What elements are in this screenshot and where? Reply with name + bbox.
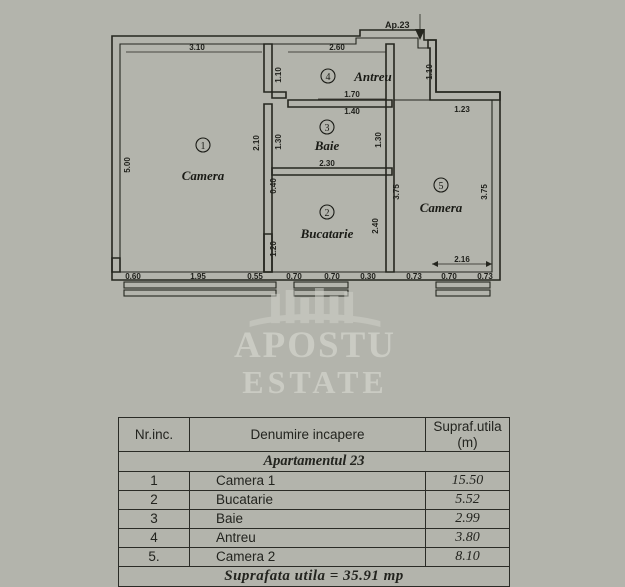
total-label: Suprafata utila = 35.91 mp bbox=[118, 566, 510, 587]
room-name-antreu: Antreu bbox=[353, 69, 392, 84]
cell-area: 5.52 bbox=[425, 489, 510, 510]
dim-camera1-left: 5.00 bbox=[123, 157, 132, 173]
dim-mid-210: 2.10 bbox=[252, 135, 261, 151]
svg-text:2.16: 2.16 bbox=[454, 255, 470, 264]
dim-bottom-6: 0.73 bbox=[406, 272, 422, 281]
room-label-antreu: 4 Antreu bbox=[320, 68, 392, 84]
table-row: 5. Camera 2 8.10 bbox=[118, 547, 510, 568]
apartment-pointer: Ap.23 bbox=[385, 14, 425, 40]
dim-top-antreu: 2.60 bbox=[329, 43, 345, 52]
room-name-camera-1: Camera bbox=[182, 168, 225, 183]
dim-antreu-inner-bottom: 1.40 bbox=[344, 107, 360, 116]
cell-nr: 5. bbox=[118, 547, 190, 568]
room-label-camera-1: 1 Camera bbox=[182, 137, 225, 183]
dim-bottom-0: 0.60 bbox=[125, 272, 141, 281]
room-number-4: 4 bbox=[326, 72, 331, 83]
dim-baie-bottom: 2.30 bbox=[319, 159, 335, 168]
plan-dimensions: 3.10 2.60 1.70 1.40 1.10 1.23 1.10 2.10 … bbox=[123, 43, 493, 281]
dim-bottom-1: 1.95 bbox=[190, 272, 206, 281]
dim-bucatarie-right: 2.40 bbox=[371, 218, 380, 234]
room-number-5: 5 bbox=[439, 181, 444, 192]
dim-bottom-8: 0.73 bbox=[477, 272, 493, 281]
cell-area: 8.10 bbox=[425, 547, 510, 568]
section-title: Apartamentul 23 bbox=[118, 451, 510, 472]
dim-bottom-7: 0.70 bbox=[441, 272, 457, 281]
dim-right-block-horiz: 1.23 bbox=[454, 105, 470, 114]
cell-name: Camera 1 bbox=[189, 470, 426, 491]
dim-top-camera1: 3.10 bbox=[189, 43, 205, 52]
dim-mid-110: 1.10 bbox=[274, 67, 283, 83]
dim-baie-right-vert: 1.30 bbox=[374, 132, 383, 148]
room-schedule-table: Nr.inc. Denumire incapere Supraf.utila (… bbox=[118, 416, 510, 587]
apartment-label: Ap.23 bbox=[385, 20, 410, 30]
room-name-baie: Baie bbox=[314, 138, 340, 153]
dim-camera2-left: 3.75 bbox=[392, 184, 401, 200]
dim-camera2-total: 2.16 bbox=[432, 255, 492, 267]
dim-baie-left-040: 0.40 bbox=[269, 178, 278, 194]
dim-bottom-4: 0.70 bbox=[324, 272, 340, 281]
table-total-row: Suprafata utila = 35.91 mp bbox=[118, 566, 510, 587]
cell-area: 3.80 bbox=[425, 527, 510, 549]
dim-bottom-3: 0.70 bbox=[286, 272, 302, 281]
cell-area: 15.50 bbox=[425, 470, 510, 491]
room-number-3: 3 bbox=[325, 123, 330, 134]
cell-name: Antreu bbox=[189, 527, 426, 549]
dim-bucatarie-left-120: 1.20 bbox=[269, 241, 278, 257]
cell-nr: 4 bbox=[118, 527, 190, 549]
table-row: 2 Bucatarie 5.52 bbox=[118, 489, 510, 510]
room-label-baie: 3 Baie bbox=[314, 119, 340, 153]
table-row: 4 Antreu 3.80 bbox=[118, 527, 510, 549]
cell-name: Camera 2 bbox=[189, 547, 426, 568]
plan-walls bbox=[111, 29, 501, 297]
room-name-bucatarie: Bucatarie bbox=[300, 226, 354, 241]
room-schedule-table-wrapper: Nr.inc. Denumire incapere Supraf.utila (… bbox=[118, 416, 510, 587]
cell-nr: 2 bbox=[118, 489, 190, 510]
header-nr: Nr.inc. bbox=[118, 416, 190, 453]
room-label-bucatarie: 2 Bucatarie bbox=[300, 204, 354, 241]
cell-area: 2.99 bbox=[425, 508, 510, 529]
dim-bottom-5: 0.30 bbox=[360, 272, 376, 281]
floor-plan-drawing: Ap.23 1 Camera 2 Bucatarie 3 Baie bbox=[111, 14, 501, 297]
table-section-row: Apartamentul 23 bbox=[118, 451, 510, 472]
cell-nr: 1 bbox=[118, 470, 190, 491]
room-number-1: 1 bbox=[201, 141, 206, 152]
room-label-camera-2: 5 Camera bbox=[420, 177, 463, 215]
cell-name: Bucatarie bbox=[189, 489, 426, 510]
table-row: 1 Camera 1 15.50 bbox=[118, 470, 510, 491]
room-labels: 1 Camera 2 Bucatarie 3 Baie 4 Antreu bbox=[182, 68, 463, 241]
dim-camera2-right: 3.75 bbox=[480, 184, 489, 200]
cell-nr: 3 bbox=[118, 508, 190, 529]
dim-bottom-chain: 0.60 1.95 0.55 0.70 0.70 0.30 0.73 0.70 … bbox=[125, 272, 493, 281]
table-header-row: Nr.inc. Denumire incapere Supraf.utila (… bbox=[118, 416, 510, 453]
header-name: Denumire incapere bbox=[189, 416, 426, 453]
room-name-camera-2: Camera bbox=[420, 200, 463, 215]
dim-right-block-vert: 1.10 bbox=[425, 64, 434, 80]
cell-name: Baie bbox=[189, 508, 426, 529]
header-area: Supraf.utila (m) bbox=[425, 416, 510, 453]
dim-bottom-2: 0.55 bbox=[247, 272, 263, 281]
dim-mid-130a: 1.30 bbox=[274, 134, 283, 150]
table-row: 3 Baie 2.99 bbox=[118, 508, 510, 529]
room-number-2: 2 bbox=[325, 208, 330, 219]
dim-antreu-inner-top: 1.70 bbox=[344, 90, 360, 99]
screenshot-root: Ap.23 1 Camera 2 Bucatarie 3 Baie bbox=[111, 14, 510, 587]
